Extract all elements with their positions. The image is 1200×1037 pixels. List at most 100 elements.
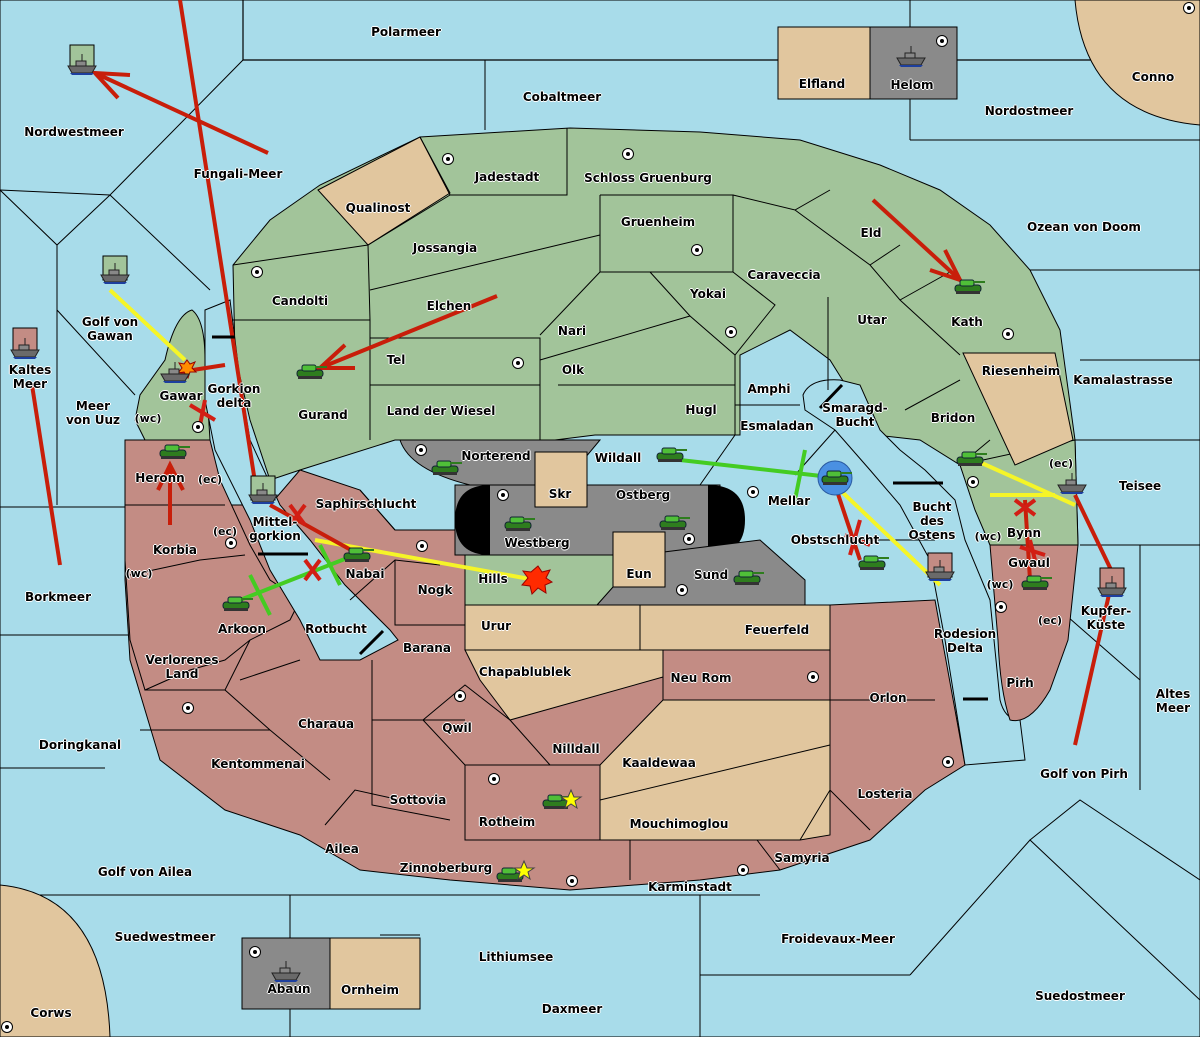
region-chapablublek [464, 649, 664, 721]
label-yokai: Yokai [689, 287, 727, 301]
move-orders [30, 0, 1117, 746]
region-conno [1074, 0, 1200, 126]
coast-tag-pirh-ec: (ec) [1037, 614, 1063, 627]
label-kupfer-kueste: Kupfer- Küste [1080, 604, 1132, 632]
supply-center-icon [497, 489, 509, 501]
label-polarmeer: Polarmeer [371, 25, 441, 39]
supply-center-icon [512, 357, 524, 369]
label-bridon: Bridon [930, 411, 976, 425]
label-bynn: Bynn [1006, 526, 1042, 540]
supply-center-icon [936, 35, 948, 47]
label-urur: Urur [480, 619, 512, 633]
label-candolti: Candolti [271, 294, 329, 308]
region-pirh [989, 544, 1079, 722]
label-chapablublek: Chapablublek [478, 665, 572, 679]
label-charaua: Charaua [297, 717, 355, 731]
label-eun: Eun [626, 567, 652, 581]
label-korbia: Korbia [152, 543, 198, 557]
label-caraveccia: Caraveccia [747, 268, 821, 282]
coast-tag-korbia-ec: (ec) [212, 525, 238, 538]
label-westberg: Westberg [504, 536, 570, 550]
support-orders [108, 288, 1076, 587]
supply-center-icon [192, 421, 204, 433]
label-gorkion-delta: Gorkion delta [207, 382, 261, 410]
label-nari: Nari [557, 324, 587, 338]
label-cobaltmeer: Cobaltmeer [522, 90, 602, 104]
coast-tag-bynn-ec: (ec) [1048, 457, 1074, 470]
label-helom: Helom [890, 78, 934, 92]
label-bucht-des-ostens: Bucht des Ostens [908, 500, 956, 542]
supply-center-icon [1183, 2, 1195, 14]
label-froidevaux-meer: Froidevaux-Meer [781, 932, 895, 946]
region-skr [534, 451, 588, 508]
label-doringkanal: Doringkanal [38, 738, 122, 752]
label-nogk: Nogk [417, 583, 453, 597]
label-suedostmeer: Suedostmeer [1035, 989, 1125, 1003]
label-esmaladan: Esmaladan [740, 419, 814, 433]
region-qualinost [317, 136, 451, 246]
coast-tag-heronn-ec: (ec) [197, 473, 223, 486]
impassable-east-cap [708, 485, 745, 555]
supply-center-icon [691, 244, 703, 256]
supply-center-icon [995, 601, 1007, 613]
supply-center-icon [251, 266, 263, 278]
supply-center-icon [737, 864, 749, 876]
supply-center-icon [488, 773, 500, 785]
label-hugl: Hugl [685, 403, 717, 417]
supply-center-icon [566, 875, 578, 887]
region-corws [0, 884, 111, 1037]
label-gwaul: Gwaul [1008, 556, 1050, 570]
label-elchen: Elchen [426, 299, 472, 313]
supply-center-icon [622, 148, 634, 160]
label-wildall: Wildall [594, 451, 642, 465]
label-nabai: Nabai [345, 567, 385, 581]
label-golf-von-pirh: Golf von Pirh [1040, 767, 1128, 781]
label-golf-von-ailea: Golf von Ailea [97, 865, 193, 879]
label-barana: Barana [403, 641, 451, 655]
supply-center-icon [942, 756, 954, 768]
supply-center-icon [725, 326, 737, 338]
label-kentommenai: Kentommenai [211, 757, 305, 771]
supply-center-icon [1, 1021, 13, 1033]
label-neu-rom: Neu Rom [670, 671, 732, 685]
label-karminstadt: Karminstadt [648, 880, 732, 894]
supply-center-icon [225, 537, 237, 549]
label-mellar: Mellar [767, 494, 811, 508]
label-samyria: Samyria [774, 851, 830, 865]
label-daxmeer: Daxmeer [541, 1002, 603, 1016]
supply-center-icon [416, 540, 428, 552]
label-heronn: Heronn [135, 471, 185, 485]
label-orlon: Orlon [869, 691, 907, 705]
label-altes-meer: Altes Meer [1155, 687, 1191, 715]
supply-center-icon [807, 671, 819, 683]
supply-center-icon [747, 486, 759, 498]
label-qwil: Qwil [442, 721, 472, 735]
label-ostberg: Ostberg [615, 488, 671, 502]
label-rotheim: Rotheim [478, 815, 536, 829]
label-gruenheim: Gruenheim [620, 215, 696, 229]
cancelled-marks [188, 399, 1046, 582]
label-hills: Hills [478, 572, 508, 586]
convoy-orders [239, 449, 831, 616]
label-eld: Eld [860, 226, 882, 240]
label-pirh: Pirh [1006, 676, 1034, 690]
label-ozean-von-doom: Ozean von Doom [1027, 220, 1141, 234]
label-amphi: Amphi [747, 382, 791, 396]
label-smaragd-bucht: Smaragd- Bucht [822, 401, 888, 429]
label-land-der-wiesel: Land der Wiesel [386, 404, 496, 418]
label-borkmeer: Borkmeer [25, 590, 91, 604]
supply-center-icon [676, 584, 688, 596]
label-fungali-meer: Fungali-Meer [193, 167, 283, 181]
supply-center-icon [454, 690, 466, 702]
label-norterend: Norterend [461, 449, 531, 463]
label-rodesion-delta: Rodesion Delta [933, 627, 997, 655]
label-conno: Conno [1131, 70, 1175, 84]
label-gawar: Gawar [159, 389, 203, 403]
label-mittelgorkion: Mittel- gorkion [249, 515, 301, 543]
label-mouchimoglou: Mouchimoglou [629, 817, 729, 831]
region-ornheim [329, 937, 421, 1010]
coast-tag-heronn-wc: (wc) [134, 412, 162, 425]
label-jadestadt: Jadestadt [474, 170, 540, 184]
green-borders [232, 128, 991, 486]
